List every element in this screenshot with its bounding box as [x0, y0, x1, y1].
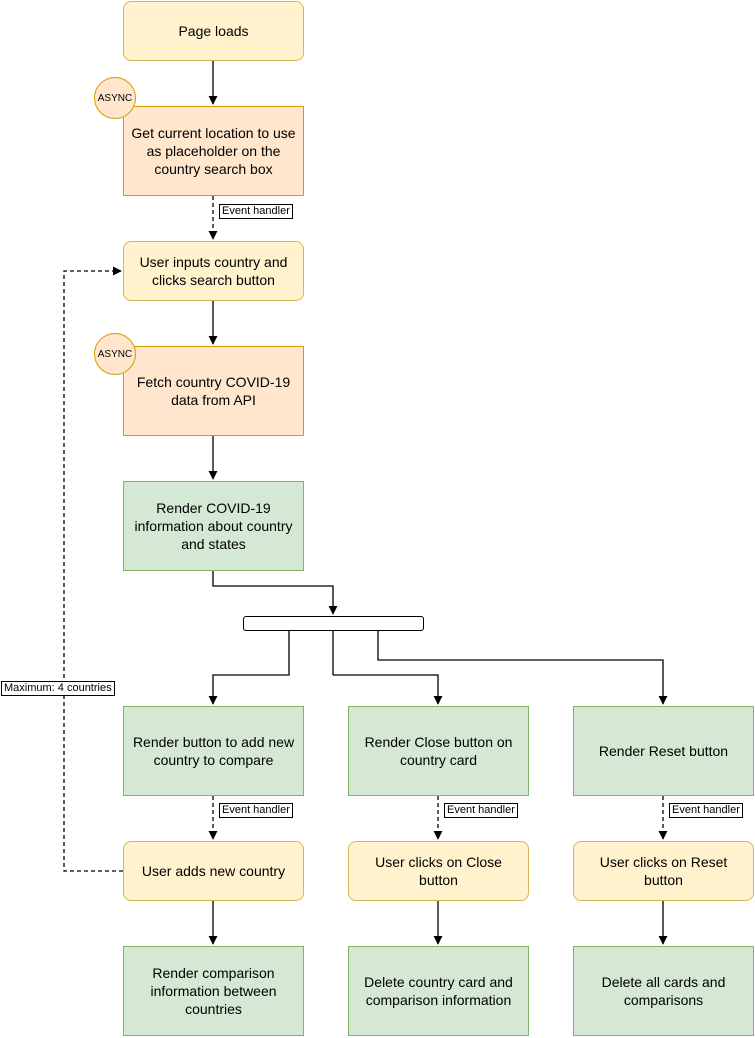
event-handler-label: Event handler [669, 803, 743, 818]
maximum-label: Maximum: 4 countries [1, 681, 115, 696]
user-inputs-node: User inputs country and clicks search bu… [123, 241, 304, 301]
page-loads-node: Page loads [123, 1, 304, 61]
user-reset-node: User clicks on Reset button [573, 841, 754, 901]
delete-all-node: Delete all cards and comparisons [573, 946, 754, 1036]
event-handler-label: Event handler [444, 803, 518, 818]
render-reset-node: Render Reset button [573, 706, 754, 796]
fetch-data-node: Fetch country COVID-19 data from API [123, 346, 304, 436]
render-add-node: Render button to add new country to comp… [123, 706, 304, 796]
edge-bar-renderadd [208, 631, 290, 705]
event-handler-label: Event handler [219, 803, 293, 818]
edge-bar-renderreset [377, 631, 668, 705]
delete-card-node: Delete country card and comparison infor… [348, 946, 529, 1036]
render-info-node: Render COVID-19 information about countr… [123, 481, 304, 571]
user-adds-node: User adds new country [123, 841, 304, 901]
edge-useradds-loop [63, 266, 123, 872]
fork-bar [243, 616, 424, 631]
async-badge: ASYNC [94, 77, 136, 119]
edge-renderinfo-bar [212, 571, 338, 615]
get-location-node: Get current location to use as placehold… [123, 106, 304, 196]
render-close-node: Render Close button on country card [348, 706, 529, 796]
async-badge: ASYNC [94, 333, 136, 375]
event-handler-label: Event handler [219, 204, 293, 219]
user-close-node: User clicks on Close button [348, 841, 529, 901]
render-comparison-node: Render comparison information between co… [123, 946, 304, 1036]
